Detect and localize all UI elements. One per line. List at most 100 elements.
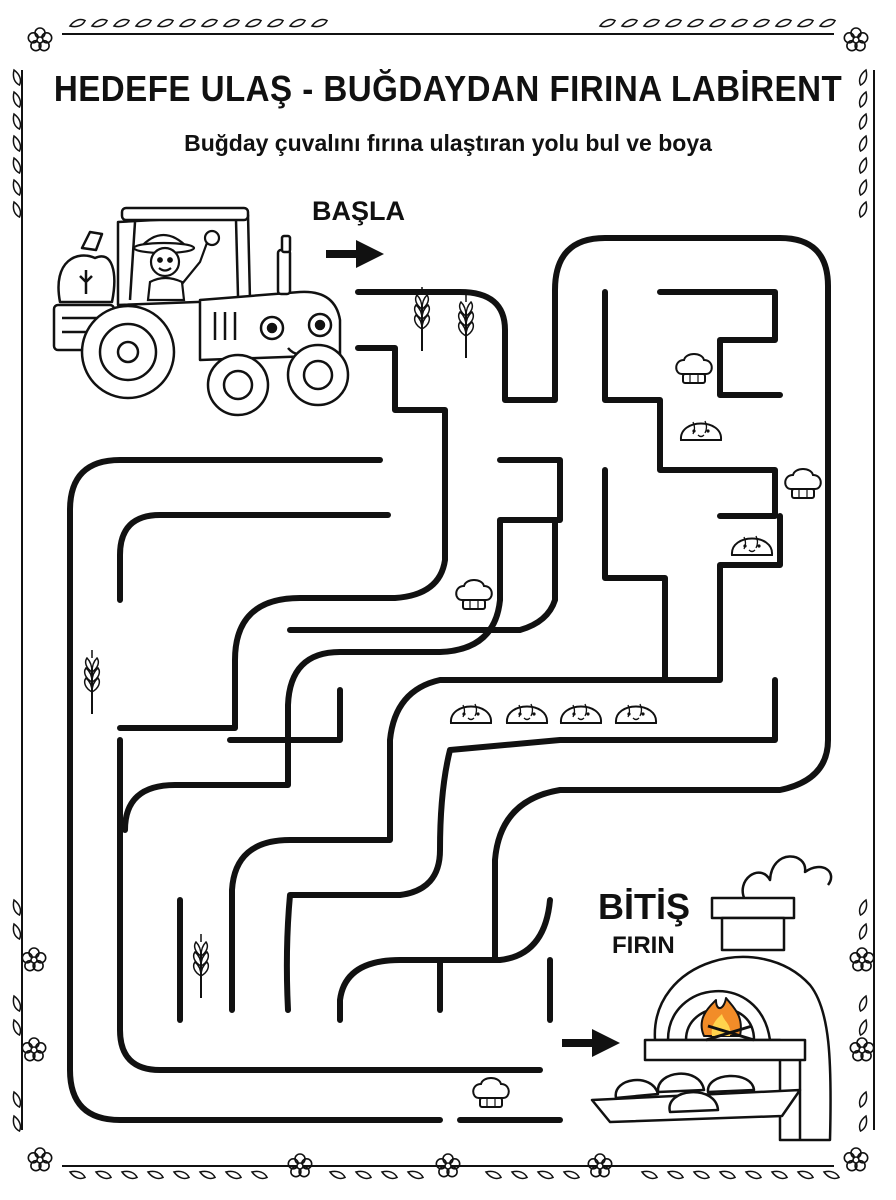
leaf-icon	[744, 1168, 763, 1182]
wheat-sack-icon	[57, 230, 116, 304]
start-label: BAŞLA	[312, 196, 405, 226]
leaf-icon	[244, 16, 263, 30]
flower-icon	[27, 1147, 53, 1172]
wheat-icon	[192, 933, 210, 999]
leaf-icon	[10, 200, 24, 219]
leaf-icon	[354, 1168, 373, 1182]
leaf-icon	[224, 1168, 243, 1182]
leaf-icon	[856, 922, 870, 941]
leaf-icon	[770, 1168, 789, 1182]
leaf-icon	[640, 1168, 659, 1182]
flower-icon	[27, 27, 53, 52]
leaf-icon	[10, 922, 24, 941]
finish-label: BİTİŞ	[598, 886, 691, 927]
leaf-icon	[856, 112, 870, 131]
leaf-icon	[856, 1018, 870, 1037]
chef-hat-icon	[675, 353, 713, 384]
leaf-icon	[856, 68, 870, 87]
leaf-icon	[796, 16, 815, 30]
leaf-icon	[822, 1168, 841, 1182]
wheat-icon	[457, 293, 475, 359]
leaf-icon	[10, 994, 24, 1013]
leaf-icon	[718, 1168, 737, 1182]
leaf-icon	[484, 1168, 503, 1182]
leaf-icon	[856, 156, 870, 175]
leaf-icon	[328, 1168, 347, 1182]
leaf-icon	[666, 1168, 685, 1182]
leaf-icon	[10, 112, 24, 131]
leaf-icon	[120, 1168, 139, 1182]
flower-icon	[21, 1037, 47, 1062]
wheat-icon	[83, 649, 101, 715]
leaf-icon	[10, 90, 24, 109]
leaf-icon	[598, 16, 617, 30]
leaf-icon	[856, 90, 870, 109]
arrow-right-icon	[562, 1029, 620, 1057]
leaf-icon	[510, 1168, 529, 1182]
leaf-icon	[10, 134, 24, 153]
bread-bun-icon	[679, 420, 723, 441]
leaf-icon	[856, 1114, 870, 1133]
leaf-icon	[90, 16, 109, 30]
leaf-icon	[10, 1018, 24, 1037]
leaf-icon	[10, 156, 24, 175]
leaf-icon	[310, 16, 329, 30]
tractor-icon	[52, 206, 350, 417]
flower-icon	[849, 947, 875, 972]
leaf-icon	[708, 16, 727, 30]
chef-hat-icon	[455, 579, 493, 610]
leaf-icon	[178, 16, 197, 30]
flower-icon	[843, 27, 869, 52]
leaf-icon	[686, 16, 705, 30]
bread-bun-icon	[559, 703, 603, 724]
leaf-icon	[250, 1168, 269, 1182]
leaf-icon	[774, 16, 793, 30]
maze-walls	[67, 235, 831, 1123]
leaf-icon	[562, 1168, 581, 1182]
leaf-icon	[856, 994, 870, 1013]
leaf-icon	[856, 200, 870, 219]
oven-icon	[590, 855, 833, 1142]
leaf-icon	[156, 16, 175, 30]
leaf-icon	[112, 16, 131, 30]
leaf-icon	[752, 16, 771, 30]
flower-icon	[849, 1037, 875, 1062]
leaf-icon	[172, 1168, 191, 1182]
leaf-icon	[10, 1090, 24, 1109]
leaf-icon	[10, 178, 24, 197]
leaf-icon	[380, 1168, 399, 1182]
flower-icon	[843, 1147, 869, 1172]
bread-bun-icon	[730, 535, 774, 556]
leaf-icon	[288, 16, 307, 30]
wheat-icon	[413, 286, 431, 352]
flower-icon	[21, 947, 47, 972]
instructions-subtitle: Buğday çuvalını fırına ulaştıran yolu bu…	[184, 130, 712, 156]
leaf-icon	[856, 134, 870, 153]
leaf-icon	[692, 1168, 711, 1182]
farmer-icon	[132, 229, 221, 302]
chef-hat-icon	[472, 1077, 510, 1108]
leaf-icon	[10, 68, 24, 87]
leaf-icon	[536, 1168, 555, 1182]
leaf-icon	[406, 1168, 425, 1182]
leaf-icon	[222, 16, 241, 30]
leaf-icon	[796, 1168, 815, 1182]
leaf-icon	[68, 16, 87, 30]
leaf-icon	[856, 1090, 870, 1109]
leaf-icon	[146, 1168, 165, 1182]
fire-icon	[700, 997, 755, 1042]
leaf-icon	[10, 898, 24, 917]
chef-hat-icon	[784, 468, 822, 499]
leaf-icon	[642, 16, 661, 30]
leaf-icon	[10, 1114, 24, 1133]
leaf-icon	[68, 1168, 87, 1182]
leaf-icon	[266, 16, 285, 30]
leaf-icon	[198, 1168, 217, 1182]
leaf-icon	[200, 16, 219, 30]
leaf-icon	[730, 16, 749, 30]
leaf-icon	[620, 16, 639, 30]
leaf-icon	[856, 178, 870, 197]
arrow-right-icon	[326, 240, 384, 268]
page-title: HEDEFE ULAŞ - BUĞDAYDAN FIRINA LABİRENT	[53, 68, 843, 109]
bread-bun-icon	[505, 703, 549, 724]
